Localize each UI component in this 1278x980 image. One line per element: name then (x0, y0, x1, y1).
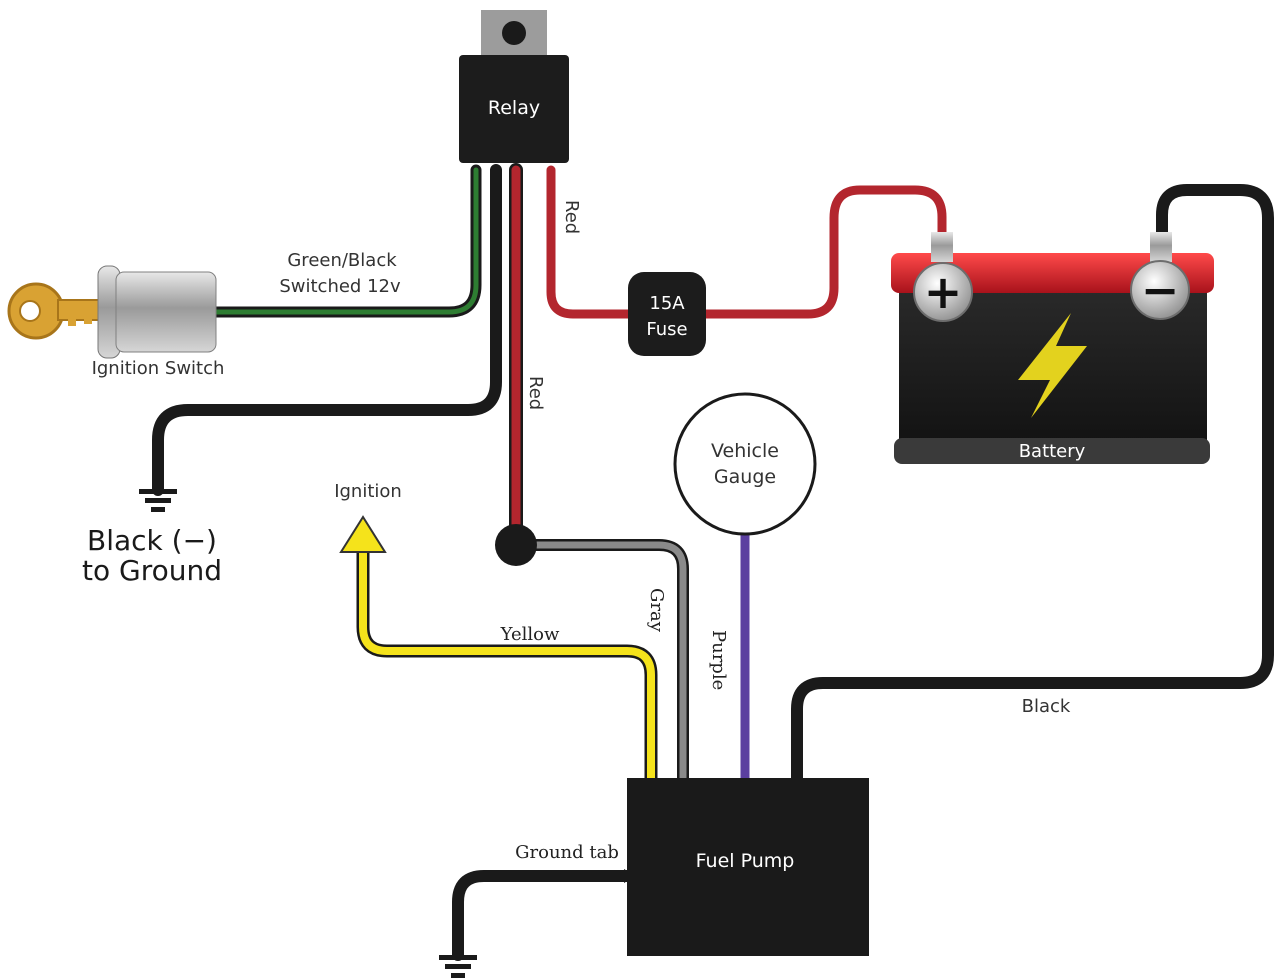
vehicle-gauge-label-line2: Gauge (714, 466, 776, 488)
positive-symbol-icon: + (924, 265, 963, 319)
ground-symbol-icon (139, 489, 177, 512)
junction-dot (495, 524, 537, 566)
fuel-pump: Fuel Pump (627, 778, 869, 956)
gray-label: Gray (646, 588, 667, 633)
yellow-wire-core (359, 546, 655, 782)
fuel-pump-label: Fuel Pump (696, 850, 795, 872)
ground-label-line2: to Ground (82, 554, 222, 587)
ignition-switch-body (115, 271, 217, 353)
ignition-switch: Ignition Switch (7, 265, 225, 379)
yellow-label: Yellow (500, 624, 560, 645)
negative-post (1150, 232, 1172, 262)
relay-mount-hole (502, 21, 526, 45)
positive-terminal (913, 262, 973, 322)
green-black-label-line2: Switched 12v (279, 276, 401, 297)
positive-post (931, 232, 953, 262)
fuse-label: Fuse (646, 319, 687, 340)
vehicle-gauge-dial (673, 392, 817, 536)
negative-symbol-icon: − (1141, 263, 1180, 317)
ground-tab-label: Ground tab (515, 842, 619, 863)
black-wire-battery-to-pump (791, 184, 1274, 784)
green-black-wire-stripe (211, 167, 479, 315)
ground-tab-wire (452, 870, 636, 961)
ignition-label: Ignition (334, 481, 402, 502)
fuel-pump-body (627, 778, 869, 956)
vehicle-gauge-label-line1: Vehicle (711, 440, 779, 462)
fuse: 15A Fuse (628, 272, 706, 356)
green-black-label-line1: Green/Black (287, 250, 397, 271)
ground-label-line1: Black (−) (87, 524, 217, 557)
negative-terminal (1130, 260, 1190, 320)
fuse-rating: 15A (649, 293, 685, 314)
red-lower-label: Red (525, 376, 546, 410)
key-icon (7, 282, 107, 340)
relay-ground-wire (152, 164, 502, 496)
purple-label: Purple (708, 630, 729, 690)
ground-symbol-pump-icon (439, 955, 477, 978)
relay-label: Relay (488, 97, 540, 119)
black-wire-label: Black (1022, 696, 1071, 717)
fuse-body (628, 272, 706, 356)
battery: Battery + − (891, 232, 1214, 464)
red-upper-label: Red (561, 200, 582, 234)
yellow-wire (356, 543, 658, 785)
ignition-arrow-icon (339, 515, 387, 553)
gray-wire-core (512, 541, 687, 782)
relay: Relay (459, 10, 569, 163)
relay-body (459, 55, 569, 163)
lightning-bolt-icon (1018, 313, 1087, 418)
ignition-switch-label: Ignition Switch (92, 358, 225, 379)
red-wire-to-fuse (546, 165, 645, 319)
battery-base (894, 438, 1210, 464)
battery-label: Battery (1019, 441, 1086, 462)
gray-wire (510, 539, 689, 784)
red-wire-to-battery (695, 185, 947, 319)
vehicle-gauge: Vehicle Gauge (673, 392, 817, 536)
